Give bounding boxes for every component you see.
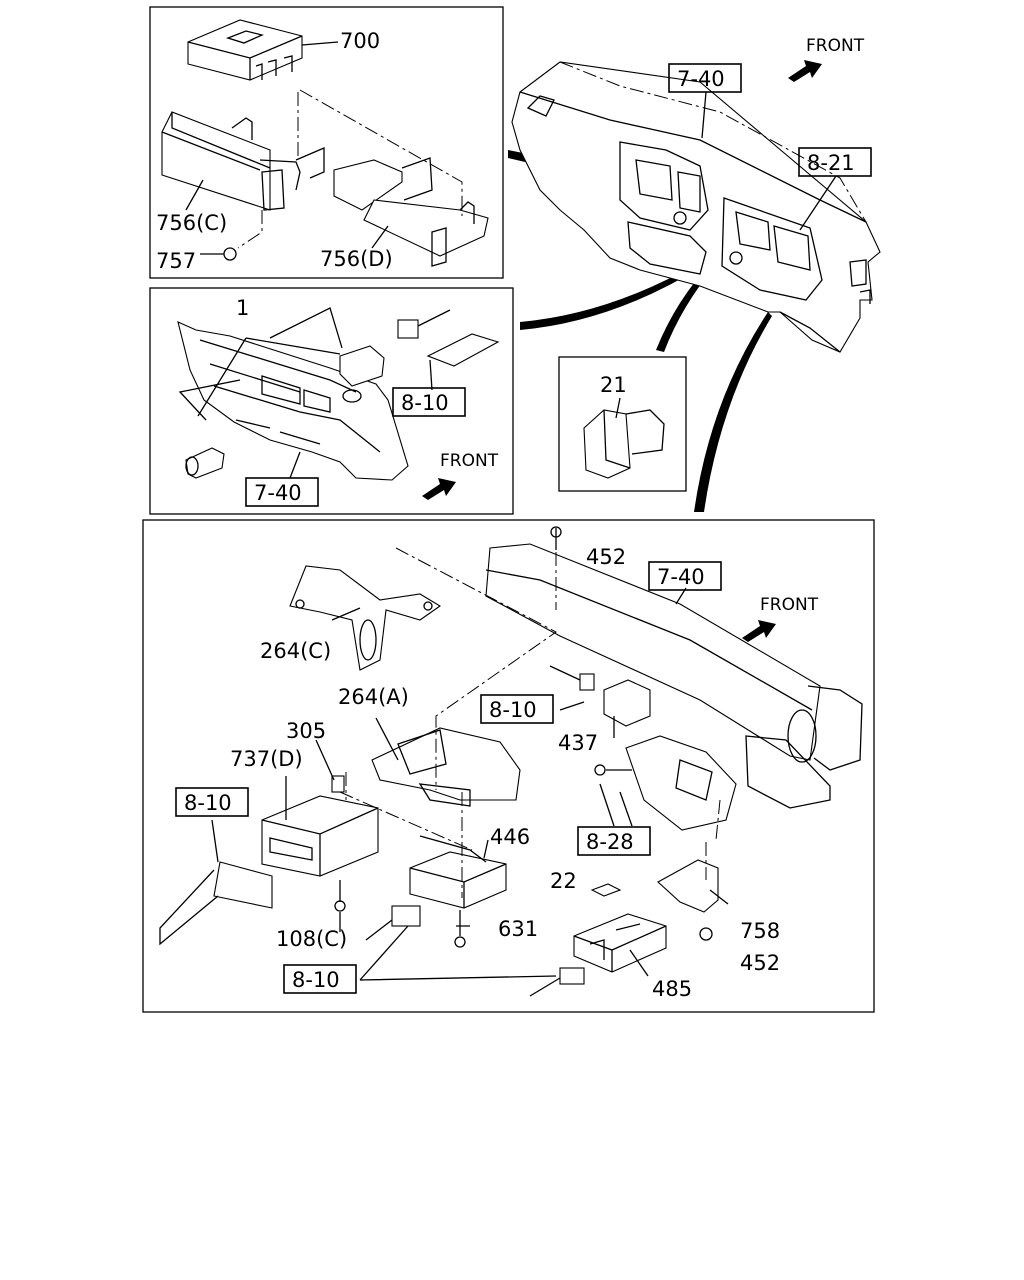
ref-label-7-40-switch: 7-40 [254, 481, 302, 505]
ecu-700 [187, 19, 339, 81]
front-arrow-bottom [742, 620, 776, 642]
ref-box-8-10-switch [392, 387, 466, 417]
ref-box-8-21 [798, 147, 872, 177]
ref-8-21-leader [799, 175, 837, 231]
leader-swoosh-module [694, 312, 772, 512]
part-label-437: 437 [558, 731, 598, 755]
module-737d [261, 795, 379, 877]
bracket-8-28 [594, 735, 737, 831]
switch-leaders [197, 337, 433, 479]
module-446 [409, 835, 507, 909]
part-label-22: 22 [550, 869, 577, 893]
part-label-756d: 756(D) [320, 247, 393, 271]
bracket-756d [333, 157, 489, 267]
panel-ecu-bracket-frame [149, 6, 504, 279]
module-485 [573, 913, 667, 973]
switch-panel-trim [177, 307, 409, 481]
connector-8-10-switch [397, 309, 500, 367]
part-label-264c: 264(C) [260, 639, 331, 663]
switch-21 [583, 397, 665, 479]
part-label-485: 485 [652, 977, 692, 1001]
bolt-452-top [550, 526, 562, 550]
ref-box-8-28 [577, 826, 651, 856]
part-label-758: 758 [740, 919, 780, 943]
ref-box-7-40-switch [245, 477, 319, 507]
relay-437 [549, 665, 651, 727]
connector-8-10-bottom [365, 905, 585, 997]
screw-757 [200, 247, 237, 261]
ref-label-8-28: 8-28 [586, 830, 634, 854]
part-label-446: 446 [490, 825, 530, 849]
ref-box-8-10-left [175, 787, 249, 817]
ref-label-8-10-437: 8-10 [489, 698, 537, 722]
ref-label-8-10-bottom: 8-10 [292, 968, 340, 992]
part-label-452-bottom: 452 [740, 951, 780, 975]
part-label-264a: 264(A) [338, 685, 409, 709]
panel-module-mount-frame [142, 519, 875, 1013]
ref-label-8-10-left: 8-10 [184, 791, 232, 815]
front-arrow-top [788, 60, 822, 82]
plug-bulb [185, 447, 225, 479]
ref-label-7-40-module: 7-40 [657, 565, 705, 589]
panel-switch-frame [149, 287, 514, 515]
part-label-21: 21 [600, 373, 627, 397]
part-label-700: 700 [340, 29, 380, 53]
ref-box-7-40-top [668, 63, 742, 93]
dashboard-overview [511, 61, 881, 353]
part-label-756c: 756(C) [156, 211, 227, 235]
ref-label-8-21: 8-21 [807, 151, 855, 175]
bracket-756c [161, 111, 325, 211]
bolt-631 [454, 910, 466, 948]
front-arrow-middle [422, 478, 456, 500]
module-leaders [211, 587, 729, 981]
panel-switch-detail-frame [558, 356, 687, 492]
leader-swoosh-detail [656, 262, 716, 352]
ref-label-8-10-switch: 8-10 [401, 391, 449, 415]
ref-label-7-40-top: 7-40 [677, 67, 725, 91]
clip-22 [590, 883, 622, 897]
front-label-bottom: FRONT [760, 595, 819, 615]
front-label-top: FRONT [806, 36, 865, 56]
ref-box-7-40-module [648, 561, 722, 591]
bracket-758 [657, 859, 719, 941]
bracket-264c [289, 565, 442, 671]
module-dashed-guides [339, 547, 721, 898]
part-label-305: 305 [286, 719, 326, 743]
part-label-631: 631 [498, 917, 538, 941]
ref-7-40-leader-top [701, 91, 707, 139]
harness-8-10-left [159, 861, 273, 946]
part-label-757: 757 [156, 249, 196, 273]
ref-box-8-10-437 [480, 694, 554, 724]
ecu-mount-dashed-guides [237, 89, 463, 249]
bracket-264a [371, 727, 521, 807]
leader-swoosh-switch [520, 262, 703, 330]
part-label-737d: 737(D) [230, 747, 303, 771]
ref-box-8-10-bottom [283, 964, 357, 994]
part-label-1: 1 [236, 296, 249, 320]
switch-1 [339, 345, 385, 403]
part-label-452-top: 452 [586, 545, 626, 569]
front-label-middle: FRONT [440, 451, 499, 471]
part-label-108c: 108(C) [276, 927, 347, 951]
connector-305 [331, 775, 345, 793]
bolt-108c [334, 880, 346, 912]
crossmember-beam [485, 543, 863, 809]
